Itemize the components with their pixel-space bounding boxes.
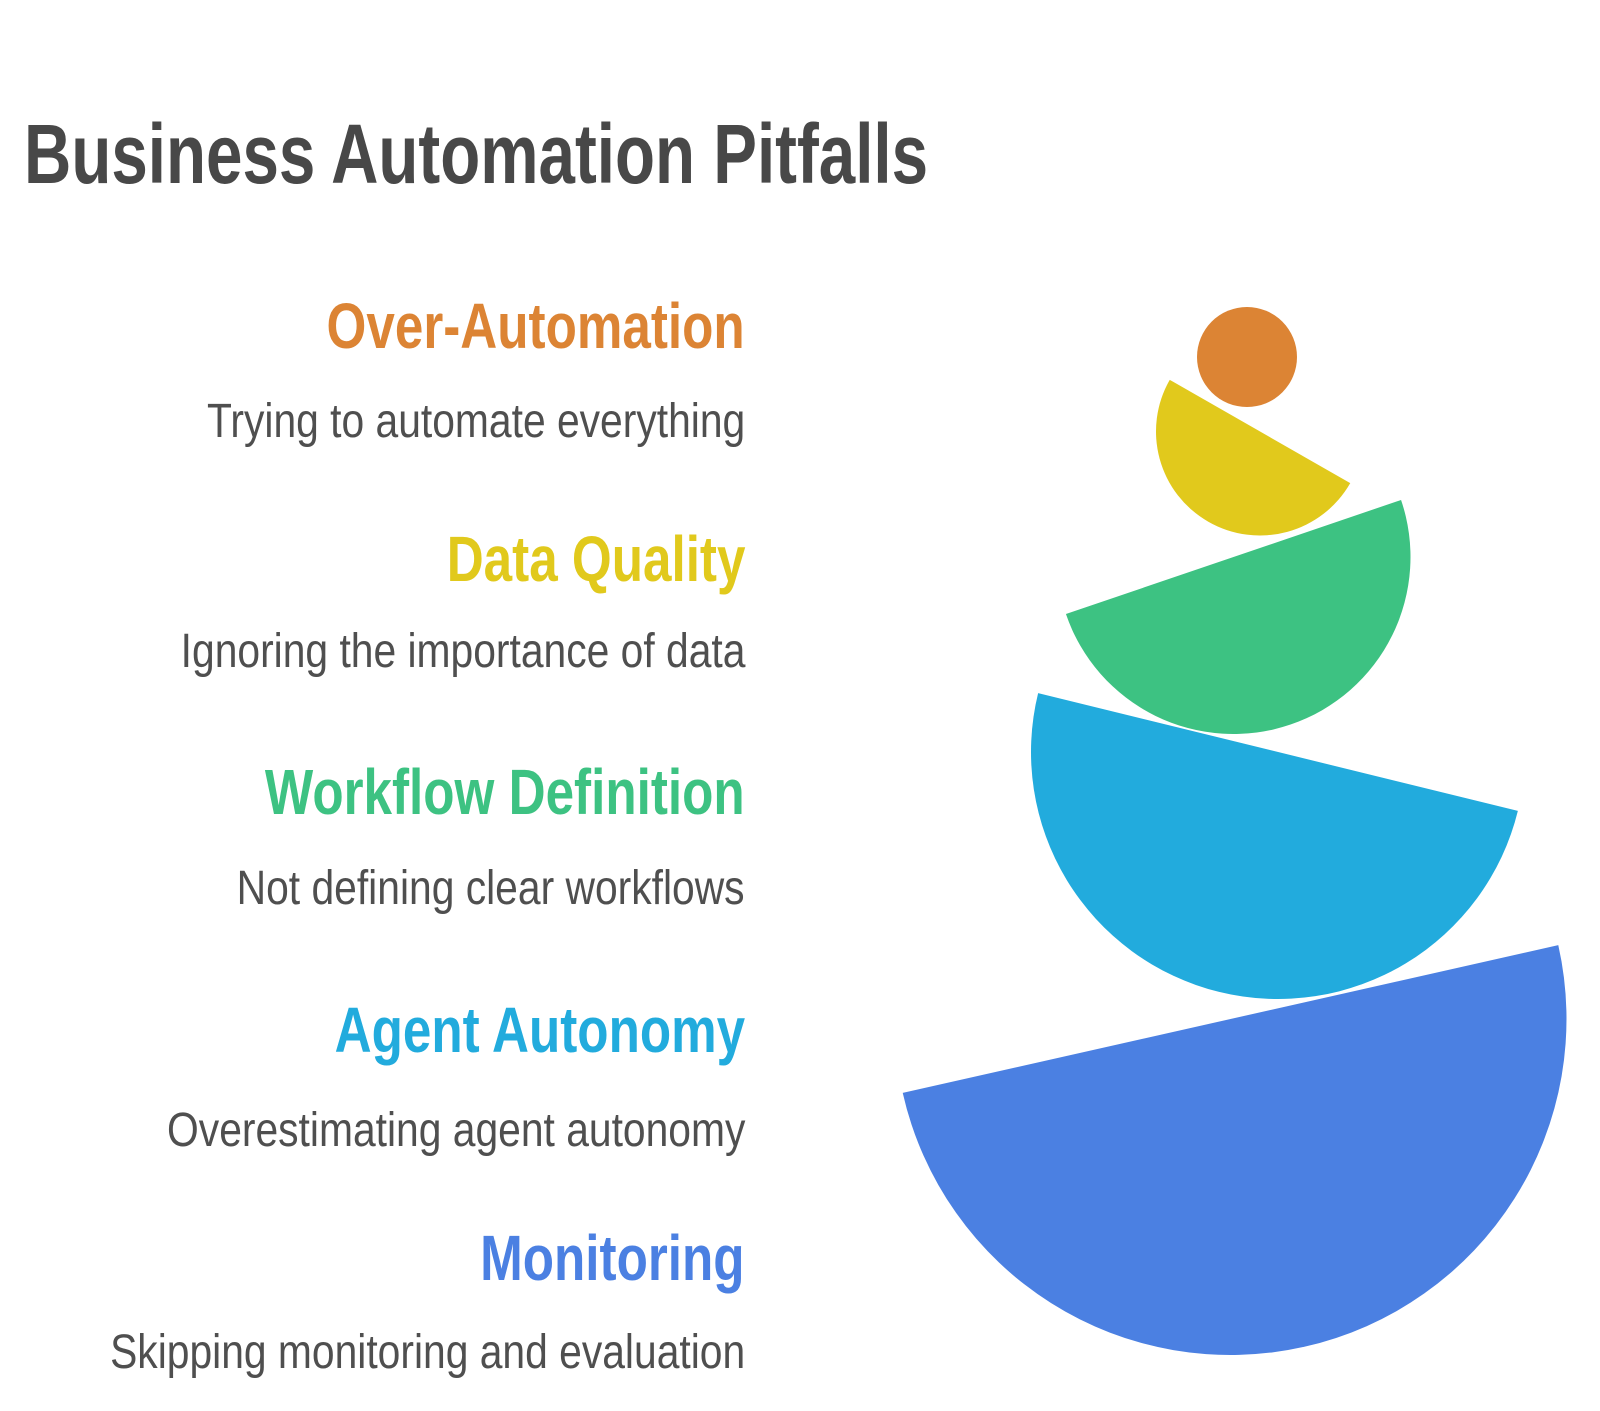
item-description-workflow-definition: Not defining clear workflows [237, 862, 745, 915]
item-label-over-automation: Over-Automation [326, 290, 745, 362]
workflow-definition-semicircle-shape [1065, 499, 1411, 734]
monitoring-semicircle-shape [902, 945, 1567, 1355]
item-description-over-automation: Trying to automate everything [206, 395, 745, 448]
item-label-workflow-definition: Workflow Definition [265, 756, 745, 828]
item-label-monitoring: Monitoring [480, 1222, 745, 1294]
item-label-agent-autonomy: Agent Autonomy [334, 994, 746, 1066]
agent-autonomy-semicircle-shape [1031, 693, 1518, 999]
item-description-agent-autonomy: Overestimating agent autonomy [166, 1104, 745, 1157]
over-automation-circle-shape [1197, 307, 1297, 407]
item-label-data-quality: Data Quality [446, 523, 745, 595]
page-title: Business Automation Pitfalls [24, 107, 929, 202]
data-quality-semicircle-shape [1156, 379, 1351, 536]
item-description-data-quality: Ignoring the importance of data [180, 625, 745, 678]
item-description-monitoring: Skipping monitoring and evaluation [109, 1326, 745, 1379]
